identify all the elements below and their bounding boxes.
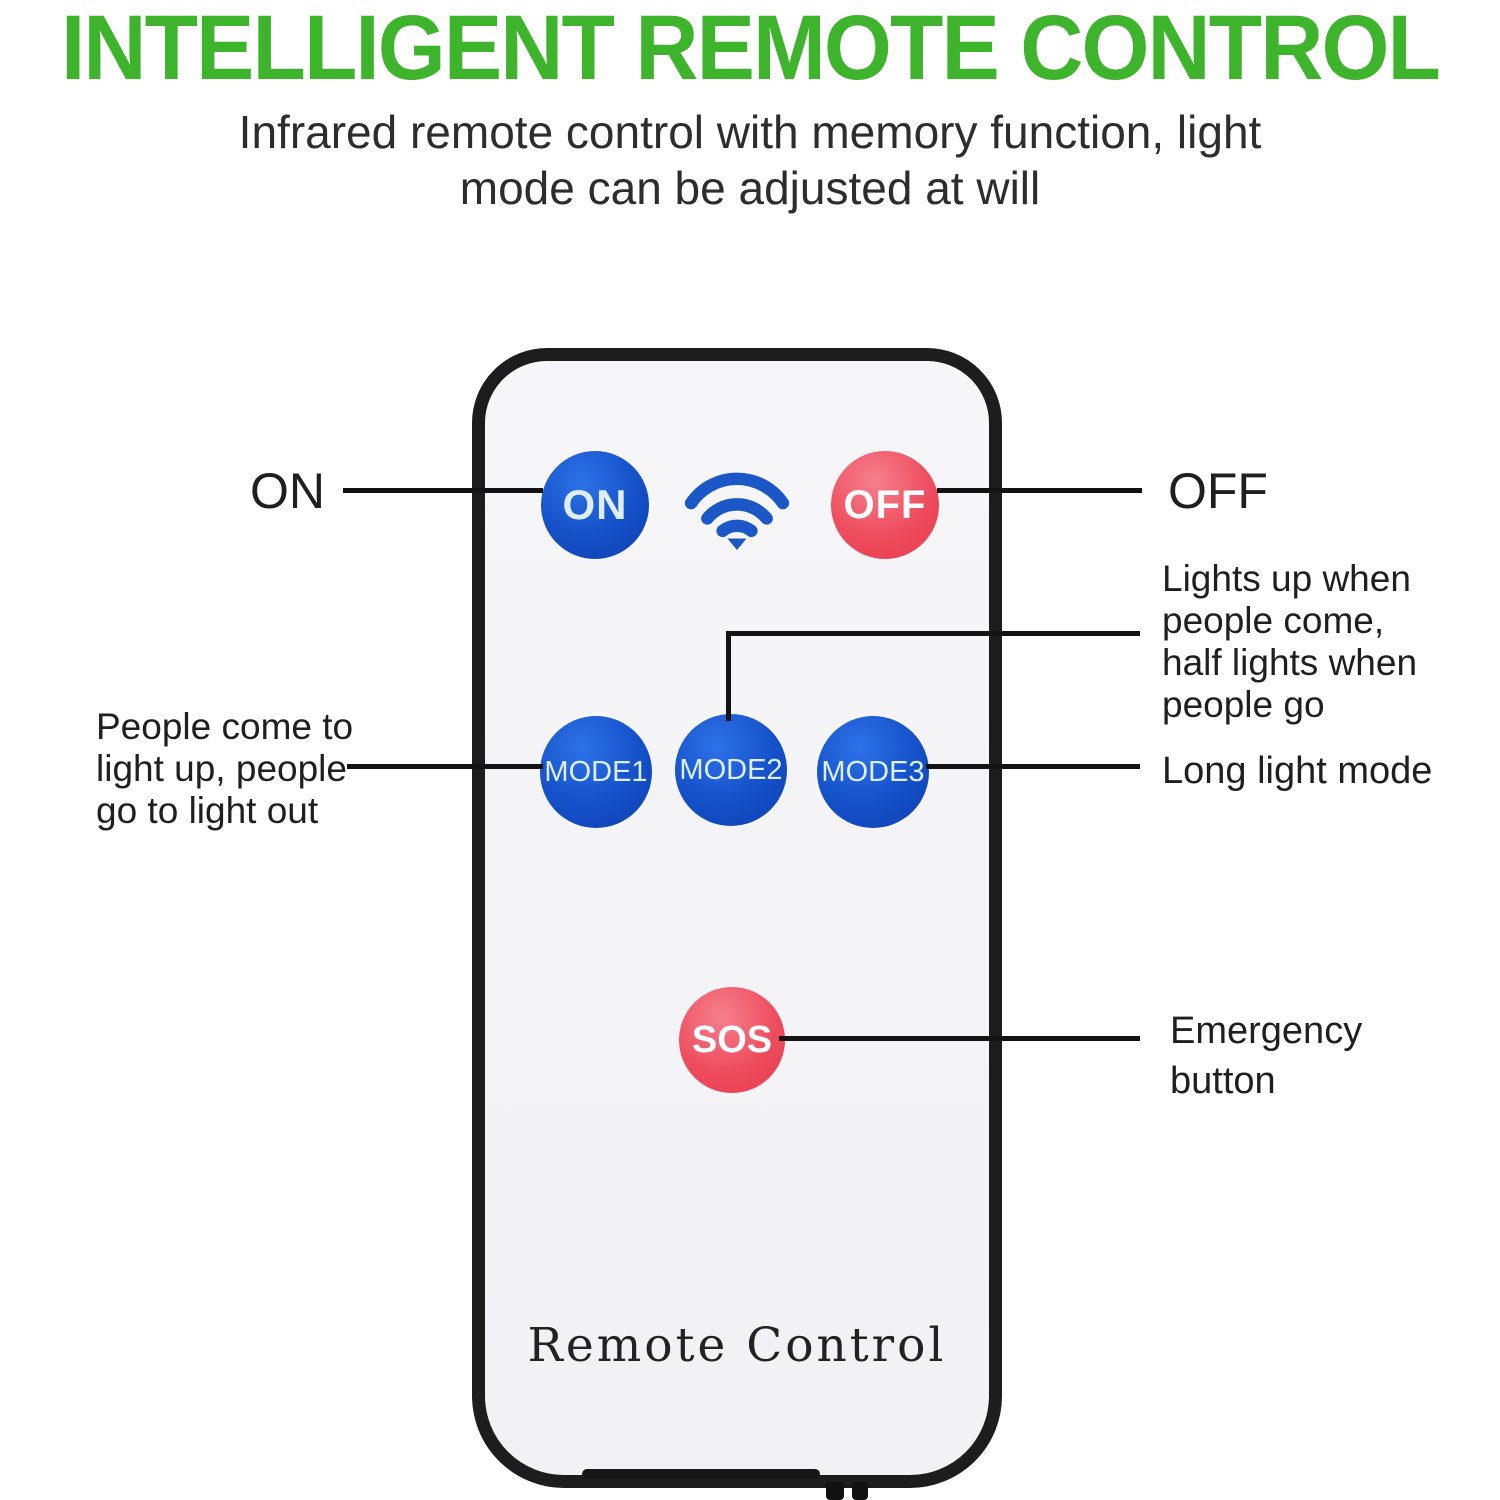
- remote-bottom-nub: [852, 1482, 868, 1500]
- mode2-button[interactable]: MODE2: [675, 714, 787, 826]
- callout-label-on: ON: [250, 463, 325, 519]
- mode1-label-line-1: People come to: [96, 706, 354, 747]
- subtitle-line-2: mode can be adjusted at will: [459, 162, 1041, 214]
- sos-label-line-2: button: [1170, 1060, 1276, 1102]
- mode1-button[interactable]: MODE1: [540, 716, 652, 828]
- mode2-label-line-2: people come,: [1162, 600, 1385, 641]
- mode3-button[interactable]: MODE3: [817, 716, 929, 828]
- callout-line-on: [343, 488, 543, 493]
- callout-label-mode2: Lights up when people come, half lights …: [1162, 558, 1417, 726]
- on-button-label: ON: [562, 481, 628, 528]
- mode1-label-line-3: go to light out: [96, 790, 319, 831]
- off-button[interactable]: OFF: [831, 451, 939, 559]
- callout-label-mode1: People come to light up, people go to li…: [96, 706, 353, 832]
- page-subtitle: Infrared remote control with memory func…: [0, 104, 1500, 216]
- mode1-label-line-2: light up, people: [96, 748, 347, 789]
- remote-bottom-nub: [826, 1482, 844, 1500]
- remote-brand-text: Remote Control: [527, 1318, 947, 1373]
- remote-bottom-seam: [582, 1469, 820, 1479]
- mode2-label-line-4: people go: [1162, 684, 1325, 725]
- callout-line-mode2-vertical: [726, 631, 731, 721]
- mode1-button-label: MODE1: [544, 755, 648, 788]
- subtitle-line-1: Infrared remote control with memory func…: [238, 106, 1262, 158]
- mode2-button-label: MODE2: [679, 753, 783, 786]
- mode3-button-label: MODE3: [821, 755, 925, 788]
- callout-line-mode1: [347, 764, 543, 769]
- callout-label-off: OFF: [1168, 463, 1268, 519]
- mode2-label-line-1: Lights up when: [1162, 558, 1411, 599]
- mode2-label-line-3: half lights when: [1162, 642, 1418, 683]
- sos-button[interactable]: SOS: [679, 987, 785, 1093]
- callout-label-mode3: Long light mode: [1162, 750, 1433, 792]
- callout-line-sos: [779, 1036, 1140, 1041]
- sos-button-label: SOS: [691, 1018, 773, 1061]
- callout-label-sos: Emergency button: [1170, 1006, 1362, 1106]
- callout-line-mode3: [926, 764, 1140, 769]
- wifi-icon: [684, 472, 790, 550]
- callout-line-off: [937, 488, 1142, 493]
- callout-line-mode2-horizontal: [726, 631, 1140, 636]
- sos-label-line-1: Emergency: [1170, 1010, 1363, 1052]
- page-title: INTELLIGENT REMOTE CONTROL: [60, 0, 1441, 99]
- on-button[interactable]: ON: [541, 451, 649, 559]
- off-button-label: OFF: [843, 482, 927, 527]
